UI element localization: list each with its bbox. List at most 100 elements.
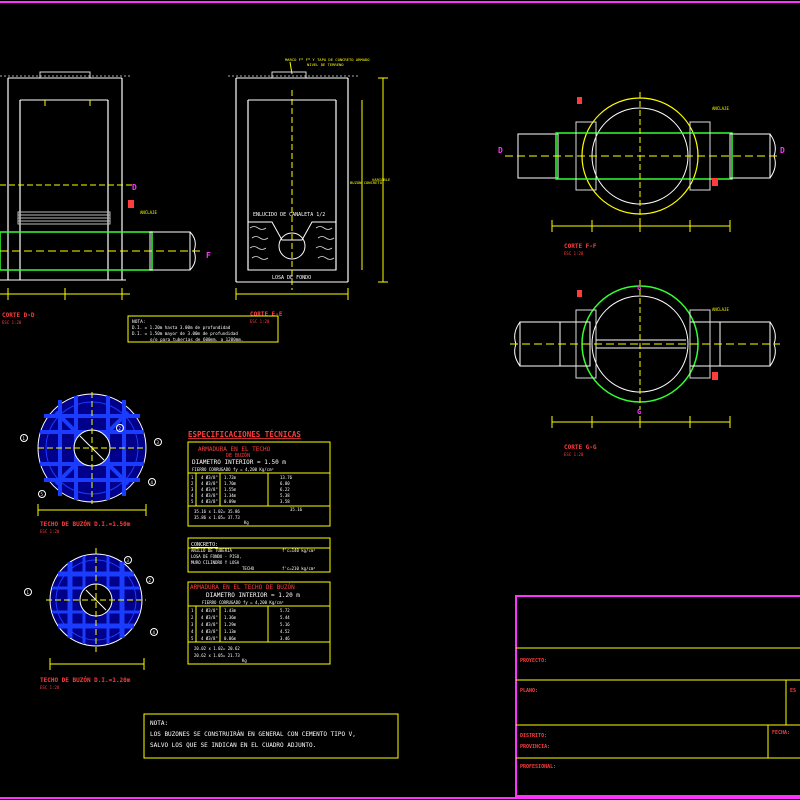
svg-text:13.76: 13.76 bbox=[280, 475, 293, 480]
svg-text:1.70m: 1.70m bbox=[224, 481, 237, 486]
svg-text:Kg: Kg bbox=[244, 520, 249, 525]
svg-text:1: 1 bbox=[191, 608, 194, 613]
svg-text:3: 3 bbox=[127, 558, 130, 563]
svg-text:3.46: 3.46 bbox=[280, 636, 290, 641]
svg-text:0.86m: 0.86m bbox=[224, 636, 237, 641]
especificaciones-title: ESPECIFICACIONES TÉCNICAS bbox=[188, 430, 301, 439]
titleblock-esc: ES bbox=[790, 688, 796, 694]
svg-text:3: 3 bbox=[191, 622, 194, 627]
note-2-line1: LOS BUZONES SE CONSTRUIRÁN EN GENERAL CO… bbox=[150, 731, 356, 738]
corte-d-drawing: ANCLAJE bbox=[0, 71, 200, 300]
svg-text:4 Ø3/8": 4 Ø3/8" bbox=[201, 636, 218, 641]
corte-f-scale: ESC 1:20 bbox=[564, 251, 584, 256]
svg-text:2: 2 bbox=[191, 615, 194, 620]
svg-text:6.80: 6.80 bbox=[280, 481, 290, 486]
svg-text:35.86 x 1.05= 37.73: 35.86 x 1.05= 37.73 bbox=[194, 515, 240, 520]
techo-buzon-150-drawing: 1 2 3 4 5 bbox=[20, 392, 162, 516]
marker-g-bottom: G bbox=[637, 408, 641, 416]
svg-text:1: 1 bbox=[191, 475, 194, 480]
svg-text:ANILLO DE TUBERÍA: ANILLO DE TUBERÍA bbox=[191, 548, 233, 553]
svg-text:1.36m: 1.36m bbox=[224, 615, 237, 620]
svg-text:4: 4 bbox=[191, 629, 194, 634]
corte-d-scale: ESC 1:20 bbox=[2, 320, 22, 325]
svg-text:MARCO Fº Fº Y TAPA DE CONCRETO: MARCO Fº Fº Y TAPA DE CONCRETO ARMADO bbox=[285, 57, 370, 62]
svg-text:1.43m: 1.43m bbox=[224, 608, 237, 613]
svg-text:4 Ø3/8": 4 Ø3/8" bbox=[201, 615, 218, 620]
note-2-box: NOTA: LOS BUZONES SE CONSTRUIRÁN EN GENE… bbox=[143, 713, 399, 759]
svg-text:NIVEL DE TERRENO: NIVEL DE TERRENO bbox=[307, 62, 344, 67]
corte-g-title: CORTE G-G bbox=[564, 444, 597, 451]
svg-text:6.22: 6.22 bbox=[280, 487, 290, 492]
svg-text:20.62 x 1.05= 21.73: 20.62 x 1.05= 21.73 bbox=[194, 653, 240, 658]
techo-150-scale: ESC 1:20 bbox=[40, 529, 60, 534]
note-1-line3: o/o para tuberías de 600mm. a 1200mm. bbox=[150, 337, 243, 342]
concreto-table: CONCRETO: ANILLO DE TUBERÍA f'c=140 kg/c… bbox=[187, 537, 331, 573]
svg-text:3: 3 bbox=[191, 487, 194, 492]
svg-text:FIERRO CORRUGADO fy = 4,200 Kg: FIERRO CORRUGADO fy = 4,200 Kg/cm² bbox=[202, 600, 284, 605]
corte-f-title: CORTE F-F bbox=[564, 243, 597, 250]
corte-e-drawing: MARCO Fº Fº Y TAPA DE CONCRETO ARMADO NI… bbox=[228, 57, 391, 300]
svg-text:4 Ø3/8": 4 Ø3/8" bbox=[201, 475, 218, 480]
enlucido-label: ENLUCIDO DE CANALETA 1/2 bbox=[253, 212, 325, 218]
title-block bbox=[515, 595, 800, 797]
svg-text:FIERRO CORRUGADO fy = 4,200 Kg: FIERRO CORRUGADO fy = 4,200 Kg/cm² bbox=[192, 467, 274, 472]
svg-text:2: 2 bbox=[191, 481, 194, 486]
techo-120-scale: ESC 1:20 bbox=[40, 685, 60, 690]
techo-120-title: TECHO DE BUZÓN D.I.=1.20m bbox=[40, 677, 131, 684]
armadura-120-table: ARMADURA EN EL TECHO DE BUZÓN DIAMETRO I… bbox=[187, 581, 331, 665]
svg-text:35.16 x 1.02= 35.86: 35.16 x 1.02= 35.86 bbox=[194, 509, 240, 514]
note-1-box: NOTA: D.I. = 1.20m hasta 3.00m de profun… bbox=[127, 315, 279, 343]
svg-text:4 Ø3/8": 4 Ø3/8" bbox=[201, 487, 218, 492]
svg-text:ANCLAJE: ANCLAJE bbox=[140, 210, 157, 215]
svg-text:1: 1 bbox=[27, 590, 30, 595]
svg-text:1.13m: 1.13m bbox=[224, 629, 237, 634]
svg-text:4 Ø3/8": 4 Ø3/8" bbox=[201, 499, 218, 504]
svg-text:5.72: 5.72 bbox=[280, 608, 290, 613]
svg-text:4: 4 bbox=[153, 630, 156, 635]
svg-text:4: 4 bbox=[151, 480, 154, 485]
titleblock-profesional: PROFESIONAL: bbox=[520, 764, 556, 770]
svg-text:0.89m: 0.89m bbox=[224, 499, 237, 504]
armadura-150-table: ARMADURA EN EL TECHO DE BUZÓN DIAMETRO I… bbox=[187, 441, 331, 527]
svg-text:1.29m: 1.29m bbox=[224, 622, 237, 627]
svg-text:3: 3 bbox=[157, 440, 160, 445]
titleblock-distrito: DISTRITO: bbox=[520, 733, 547, 739]
svg-text:5.44: 5.44 bbox=[280, 615, 290, 620]
svg-text:4 Ø3/8": 4 Ø3/8" bbox=[201, 481, 218, 486]
corte-e-title: CORTE E-E bbox=[250, 311, 283, 318]
svg-text:ANCLAJE: ANCLAJE bbox=[712, 307, 729, 312]
svg-text:3.58: 3.58 bbox=[280, 499, 290, 504]
svg-text:4 Ø3/8": 4 Ø3/8" bbox=[201, 629, 218, 634]
svg-text:1.72m: 1.72m bbox=[224, 475, 237, 480]
svg-text:TECHO: TECHO bbox=[242, 566, 255, 571]
svg-text:2: 2 bbox=[119, 426, 122, 431]
svg-text:Kg: Kg bbox=[242, 658, 247, 663]
svg-text:2: 2 bbox=[149, 578, 152, 583]
marker-d-corte-f-left: D bbox=[498, 146, 503, 155]
marker-d-left: D bbox=[132, 183, 137, 192]
corte-d-title: CORTE D-D bbox=[2, 312, 35, 319]
techo-150-title: TECHO DE BUZÓN D.I.=1.50m bbox=[40, 521, 131, 528]
svg-text:35.16: 35.16 bbox=[290, 507, 303, 512]
svg-text:f'c=210 kg/cm²: f'c=210 kg/cm² bbox=[282, 566, 316, 571]
svg-text:5.38: 5.38 bbox=[280, 493, 290, 498]
titleblock-proyecto: PROYECTO: bbox=[520, 658, 547, 664]
corte-g-drawing: ANCLAJE bbox=[510, 280, 780, 428]
svg-text:DIAMETRO INTERIOR = 1.20 m: DIAMETRO INTERIOR = 1.20 m bbox=[206, 592, 300, 599]
note-1-line2: D.I. = 1.50m mayor de 3.00m de profundid… bbox=[132, 331, 238, 336]
svg-text:5: 5 bbox=[191, 636, 194, 641]
svg-text:CONCRETO:: CONCRETO: bbox=[191, 542, 218, 548]
svg-text:1: 1 bbox=[23, 436, 26, 441]
svg-text:4 Ø3/8": 4 Ø3/8" bbox=[201, 608, 218, 613]
titleblock-fecha: FECHA: bbox=[772, 730, 790, 736]
svg-text:1.55m: 1.55m bbox=[224, 487, 237, 492]
svg-text:MURO CILINDRO Y LOSA: MURO CILINDRO Y LOSA bbox=[191, 560, 240, 565]
svg-text:4: 4 bbox=[191, 493, 194, 498]
svg-text:BUZÓN CONCRETO: BUZÓN CONCRETO bbox=[350, 180, 383, 185]
note-2-title: NOTA: bbox=[150, 720, 168, 727]
titleblock-provincia: PROVINCIA: bbox=[520, 744, 550, 750]
svg-text:5.16: 5.16 bbox=[280, 622, 290, 627]
note-1-title: NOTA: bbox=[132, 319, 146, 325]
svg-text:1.34m: 1.34m bbox=[224, 493, 237, 498]
